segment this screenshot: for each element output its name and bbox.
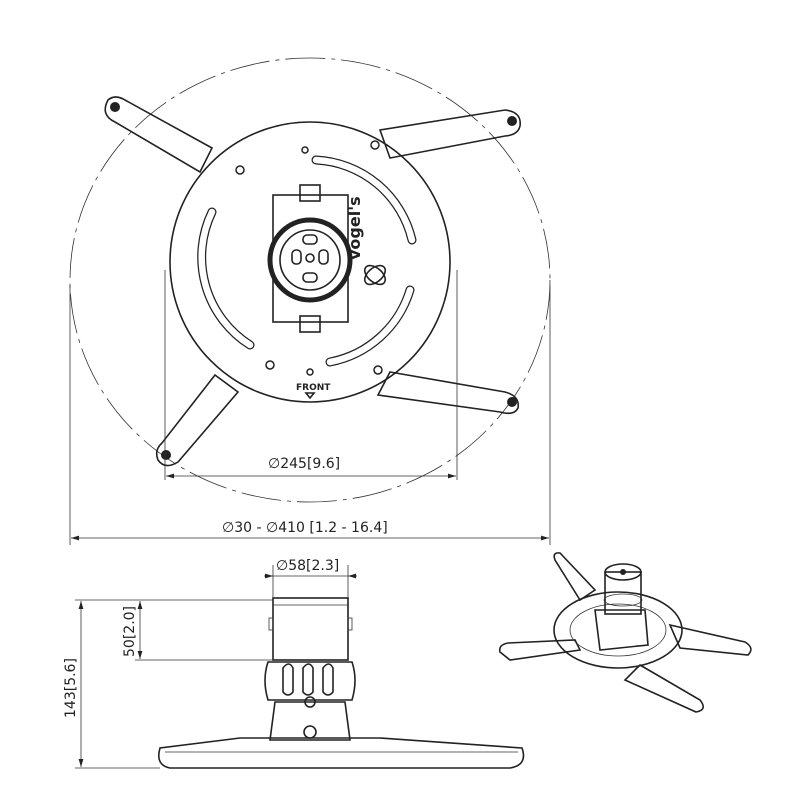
column-diameter-dimension: ∅58[2.3]: [264, 558, 357, 598]
top-view: vogel's FRONT ∅245[9.6] ∅30 - ∅410 [1.2 …: [69, 57, 551, 545]
total-height-dimension: 143[5.6]: [63, 601, 160, 769]
arms: [104, 96, 522, 467]
arm-top-right: [378, 109, 522, 159]
arm-bottom-right: [376, 371, 520, 415]
vogels-logo: vogel's: [345, 196, 387, 286]
knob-holes: [291, 234, 329, 283]
range-label: ∅30 - ∅410 [1.2 - 16.4]: [222, 520, 388, 536]
plate-slots: [197, 155, 417, 367]
arm-foot: [507, 397, 517, 407]
adjustment-range-circle: [69, 57, 551, 503]
plate-holes: [235, 140, 383, 376]
arm-foot: [507, 116, 517, 126]
base-arms: [157, 737, 525, 769]
arm-top-left: [104, 96, 214, 174]
plate-diameter-label: ∅245[9.6]: [268, 456, 340, 472]
total-height-label: 143[5.6]: [63, 658, 79, 718]
iso-plate: [553, 591, 683, 669]
front-label: FRONT: [296, 383, 331, 393]
isometric-view: [498, 552, 752, 713]
column-height-label: 50[2.0]: [122, 606, 138, 657]
arm-foot: [110, 102, 120, 112]
side-view: ∅58[2.3] 50[2.0] 143[5.6]: [63, 558, 525, 769]
range-dimension: ∅30 - ∅410 [1.2 - 16.4]: [69, 285, 551, 545]
column-height-dimension: 50[2.0]: [75, 599, 273, 661]
collar: [264, 661, 356, 701]
mounting-plate: [169, 121, 451, 403]
plate-diameter-dimension: ∅245[9.6]: [164, 270, 458, 480]
lower-body: [269, 701, 351, 741]
logo-text: vogel's: [345, 196, 364, 260]
column-diameter-label: ∅58[2.3]: [276, 558, 339, 574]
arm-foot: [161, 450, 171, 460]
column: [272, 597, 349, 661]
arm-bottom-left: [155, 373, 240, 467]
